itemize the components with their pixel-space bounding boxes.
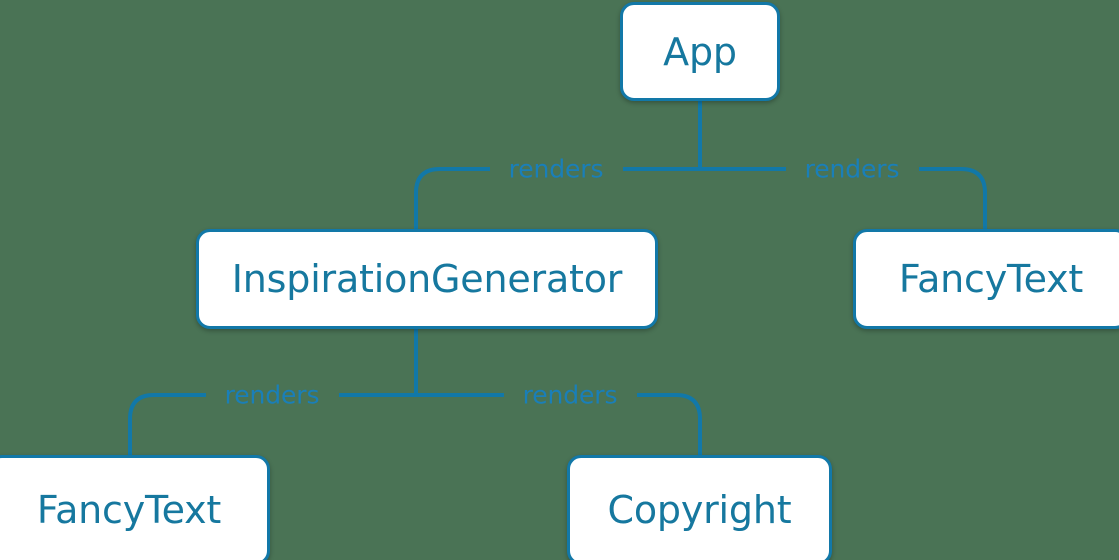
node-inspirationgenerator[interactable]: InspirationGenerator xyxy=(196,229,658,329)
edge-label-inspirationgenerator-to-copyright: renders xyxy=(522,380,618,410)
node-copyright-label: Copyright xyxy=(607,488,792,532)
node-fancytext-right[interactable]: FancyText xyxy=(853,229,1119,329)
node-fancytext-left[interactable]: FancyText xyxy=(0,455,270,560)
edge-label-app-to-fancytext-right: renders xyxy=(804,154,900,184)
node-fancytext-left-label: FancyText xyxy=(36,488,222,532)
node-copyright[interactable]: Copyright xyxy=(567,455,832,560)
node-app[interactable]: App xyxy=(620,2,780,101)
node-fancytext-right-label: FancyText xyxy=(898,257,1084,301)
edge-label-inspirationgenerator-to-fancytext-left: renders xyxy=(224,380,320,410)
node-inspirationgenerator-label: InspirationGenerator xyxy=(231,257,623,301)
node-app-label: App xyxy=(663,29,737,74)
edge-label-app-to-inspirationgenerator: renders xyxy=(508,154,604,184)
